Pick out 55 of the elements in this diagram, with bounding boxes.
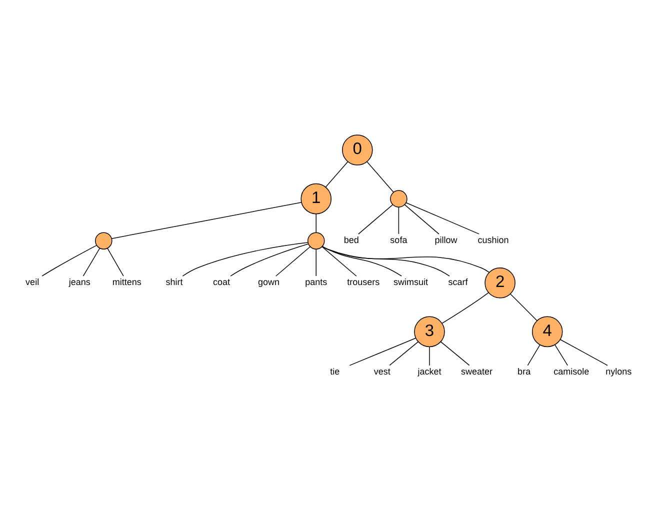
connector xyxy=(325,160,348,188)
node-text: sweater xyxy=(461,366,493,376)
node-text: trousers xyxy=(347,276,380,287)
node-text: jacket xyxy=(418,366,442,376)
connector xyxy=(560,338,608,366)
node-text: jeans xyxy=(68,276,90,287)
node-circle: 2 xyxy=(484,267,516,298)
connector xyxy=(322,246,402,276)
connector xyxy=(107,247,124,276)
node-text: cushion xyxy=(478,234,509,245)
node-text: scarf xyxy=(448,276,468,287)
connector xyxy=(554,344,568,366)
node-circle xyxy=(95,232,112,249)
connector xyxy=(442,292,489,324)
connector xyxy=(366,160,394,192)
node-text: sofa xyxy=(390,234,408,245)
connector xyxy=(322,246,450,276)
node-circle: 3 xyxy=(414,316,445,347)
node-text: camisole xyxy=(554,366,590,376)
connector xyxy=(322,246,490,272)
node-circle: 1 xyxy=(300,182,332,214)
node-text: pillow xyxy=(434,234,458,245)
connector xyxy=(358,204,394,234)
node-text: bra xyxy=(518,366,531,376)
node-text: bed xyxy=(344,234,359,245)
node-circle xyxy=(390,190,408,207)
connector xyxy=(230,243,309,276)
connector xyxy=(182,242,308,276)
node-text: pants xyxy=(305,276,328,287)
node-text: vest xyxy=(374,366,390,376)
connector xyxy=(527,344,540,366)
node-text: swimsuit xyxy=(393,276,428,287)
connector xyxy=(322,246,357,276)
node-text: mittens xyxy=(112,276,142,287)
node-circle: 4 xyxy=(532,316,563,347)
connector xyxy=(349,337,416,366)
connector xyxy=(389,340,419,366)
node-text: gown xyxy=(258,276,280,287)
node-circle xyxy=(307,232,325,249)
connector xyxy=(275,246,310,276)
connector xyxy=(398,206,400,234)
node-text: veil xyxy=(26,276,40,287)
node-circle: 0 xyxy=(342,134,373,165)
node-text: nylons xyxy=(606,366,632,376)
connector xyxy=(406,202,480,234)
connector xyxy=(82,247,100,276)
node-text: tie xyxy=(330,366,340,376)
connector xyxy=(42,244,97,276)
node-text: shirt xyxy=(166,276,183,287)
connector xyxy=(429,346,430,366)
connector xyxy=(510,293,538,321)
connector xyxy=(440,340,470,366)
node-text: coat xyxy=(213,276,230,287)
connector xyxy=(404,204,440,234)
connector xyxy=(111,201,302,238)
